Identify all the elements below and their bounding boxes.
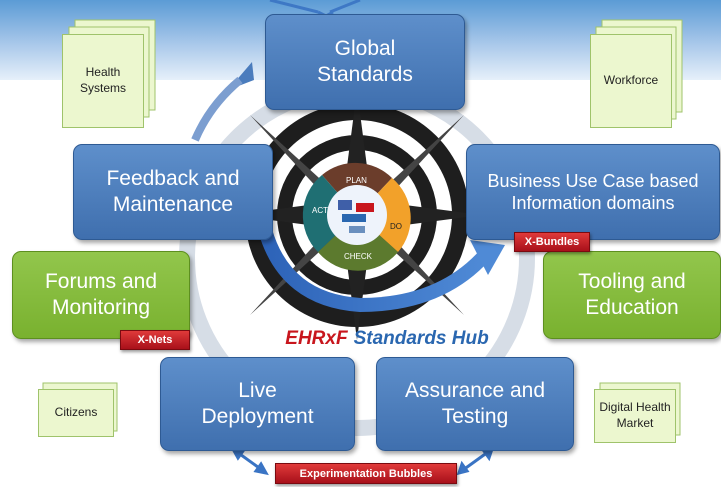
box-global-standards-label: Global Standards — [317, 36, 413, 86]
note-health-systems: Health Systems — [62, 34, 144, 128]
hub-title-ehrxf: EHRxF — [285, 328, 348, 349]
box-assurance-label: Assurance and Testing — [404, 378, 546, 428]
pdca-act-label: ACT — [312, 206, 328, 215]
pdca-do-label: DO — [390, 222, 402, 231]
hub-arrow — [258, 223, 492, 313]
tag-experimentation-bubbles: Experimentation Bubbles — [275, 463, 457, 484]
tag-x-bundles: X-Bundles — [514, 232, 590, 252]
box-tooling-label: Tooling and Education — [578, 269, 686, 319]
box-business-use-case: Business Use Case based Information doma… — [466, 144, 720, 240]
box-live-deployment: Live Deployment — [160, 357, 355, 451]
hub-title-standards-hub: Standards Hub — [353, 328, 489, 349]
box-assurance-testing: Assurance and Testing — [376, 357, 574, 451]
box-feedback-maintenance: Feedback and Maintenance — [73, 144, 273, 240]
note-citizens: Citizens — [38, 389, 114, 437]
box-feedback-label: Feedback and Maintenance — [106, 166, 240, 216]
experimentation-arrows — [230, 446, 495, 476]
box-business-use-case-label: Business Use Case based Information doma… — [487, 170, 699, 214]
note-digital-health-market: Digital Health Market — [594, 389, 676, 443]
pdca-wheel — [302, 162, 411, 271]
note-workforce: Workforce — [590, 34, 672, 128]
box-forums-monitoring: Forums and Monitoring — [12, 251, 190, 339]
hub-title: EHRxF Standards Hub — [262, 323, 512, 355]
pdca-check-label: CHECK — [344, 252, 373, 261]
box-forums-label: Forums and Monitoring — [44, 269, 158, 319]
box-tooling-education: Tooling and Education — [543, 251, 721, 339]
tag-x-nets: X-Nets — [120, 330, 190, 350]
pdca-plan-label: PLAN — [346, 176, 367, 185]
box-global-standards: Global Standards — [265, 14, 465, 110]
box-live-deployment-label: Live Deployment — [201, 378, 314, 428]
